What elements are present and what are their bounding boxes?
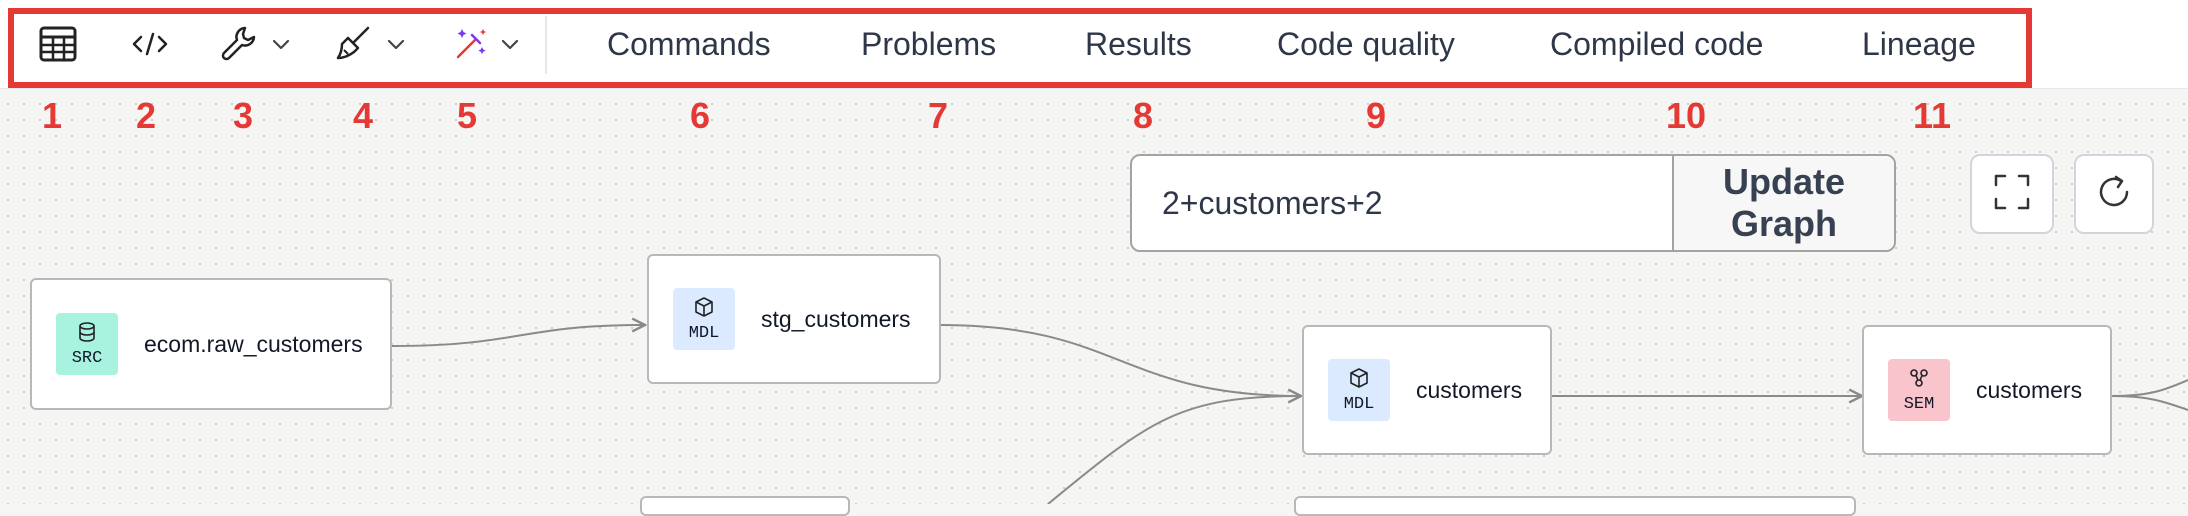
lineage-node-stg-customers[interactable]: MDL stg_customers [647, 254, 941, 384]
magic-wand-icon [452, 25, 490, 63]
database-icon [76, 321, 98, 348]
node-badge: MDL [673, 288, 735, 350]
lineage-edges [391, 0, 2188, 504]
annotation-number: 6 [689, 95, 711, 136]
annotation-number: 10 [1665, 95, 1707, 136]
annotation-number: 3 [232, 95, 254, 136]
tab-code-quality[interactable]: Code quality [1277, 25, 1455, 62]
lineage-node-customers-semantic[interactable]: SEM customers [1862, 325, 2112, 455]
edge-lower-to-customers [1047, 395, 1302, 504]
lineage-node-source[interactable]: SRC ecom.raw_customers [30, 278, 392, 410]
node-badge-label: SRC [71, 349, 103, 368]
update-graph-button[interactable]: Update Graph [1674, 156, 1894, 250]
table-icon [39, 25, 77, 63]
code-button[interactable] [128, 18, 172, 70]
edge-semantic-out-1 [2111, 379, 2188, 397]
node-badge: MDL [1328, 359, 1390, 421]
annotation-number: 1 [41, 95, 63, 136]
node-badge-label: SEM [1903, 395, 1935, 414]
build-button[interactable] [212, 18, 298, 70]
edge-semantic-out-2 [2111, 395, 2188, 411]
chevron-down-icon [271, 37, 291, 51]
refresh-icon [2094, 172, 2134, 217]
fullscreen-icon [1992, 172, 2032, 217]
annotation-number: 4 [352, 95, 374, 136]
chevron-down-icon [500, 37, 520, 51]
annotation-number: 8 [1132, 95, 1154, 136]
lineage-node-partial[interactable] [640, 496, 850, 516]
annotation-number: 9 [1365, 95, 1387, 136]
fullscreen-button[interactable] [1970, 154, 2054, 234]
annotation-number: 2 [135, 95, 157, 136]
edge-raw-to-stg [391, 325, 645, 347]
wrench-icon [219, 24, 259, 64]
lineage-node-customers-model[interactable]: MDL customers [1302, 325, 1552, 455]
node-label: ecom.raw_customers [144, 330, 363, 357]
broom-icon [334, 24, 374, 64]
tab-commands[interactable]: Commands [607, 25, 771, 62]
node-label: customers [1976, 376, 2083, 403]
code-icon [130, 29, 170, 59]
node-label: customers [1416, 376, 1523, 403]
toolbar: Commands Problems Results Code quality C… [0, 0, 2188, 89]
node-label: stg_customers [761, 305, 911, 332]
lineage-node-partial[interactable] [1294, 496, 1856, 516]
clean-button[interactable] [330, 18, 410, 70]
lineage-selector-input[interactable] [1132, 156, 1674, 250]
annotation-number: 5 [456, 95, 478, 136]
table-button[interactable] [34, 18, 82, 70]
annotation-number: 11 [1912, 95, 1952, 136]
edge-stg-to-customers [939, 324, 1301, 396]
lineage-selector-panel: Update Graph [1130, 154, 1896, 252]
tab-results[interactable]: Results [1085, 25, 1192, 62]
tab-lineage[interactable]: Lineage [1862, 25, 1976, 62]
chevron-down-icon [386, 37, 406, 51]
node-badge-label: MDL [1343, 395, 1375, 414]
cube-icon [693, 296, 715, 323]
node-badge: SEM [1888, 359, 1950, 421]
cube-icon [1348, 367, 1370, 394]
node-badge-label: MDL [688, 324, 720, 343]
tab-problems[interactable]: Problems [861, 25, 997, 62]
node-badge: SRC [56, 313, 118, 375]
annotation-number: 7 [927, 95, 949, 136]
tab-compiled-code[interactable]: Compiled code [1550, 25, 1764, 62]
magic-button[interactable] [448, 18, 524, 70]
toolbar-divider [545, 16, 547, 74]
semantic-icon [1908, 367, 1930, 394]
refresh-button[interactable] [2074, 154, 2154, 234]
